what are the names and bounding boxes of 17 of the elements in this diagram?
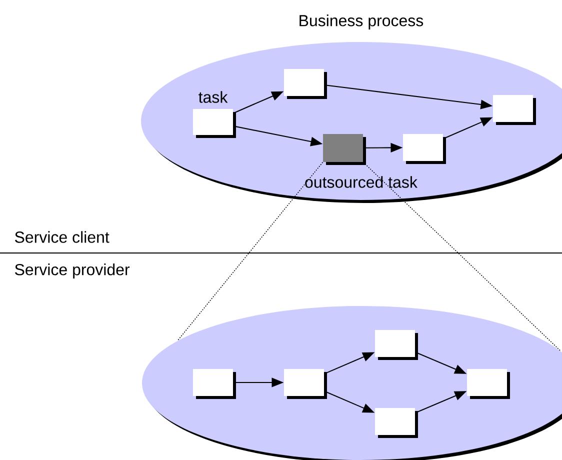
task-box	[375, 408, 418, 438]
task-box	[375, 330, 418, 360]
task-box	[323, 134, 366, 165]
task-box	[284, 69, 327, 99]
task-box	[467, 369, 510, 399]
zoom-line	[362, 162, 562, 352]
node-label: outsourced task	[305, 176, 418, 188]
side-label: Service client	[15, 231, 110, 243]
task-box	[193, 109, 236, 138]
node-label: task	[198, 91, 228, 103]
task-box	[403, 134, 446, 164]
zoom-line	[177, 162, 324, 342]
task-box	[493, 95, 536, 125]
node-label: Business process	[300, 14, 424, 30]
side-label: Service provider	[15, 264, 130, 278]
task-box	[193, 369, 236, 399]
task-box	[284, 369, 327, 399]
